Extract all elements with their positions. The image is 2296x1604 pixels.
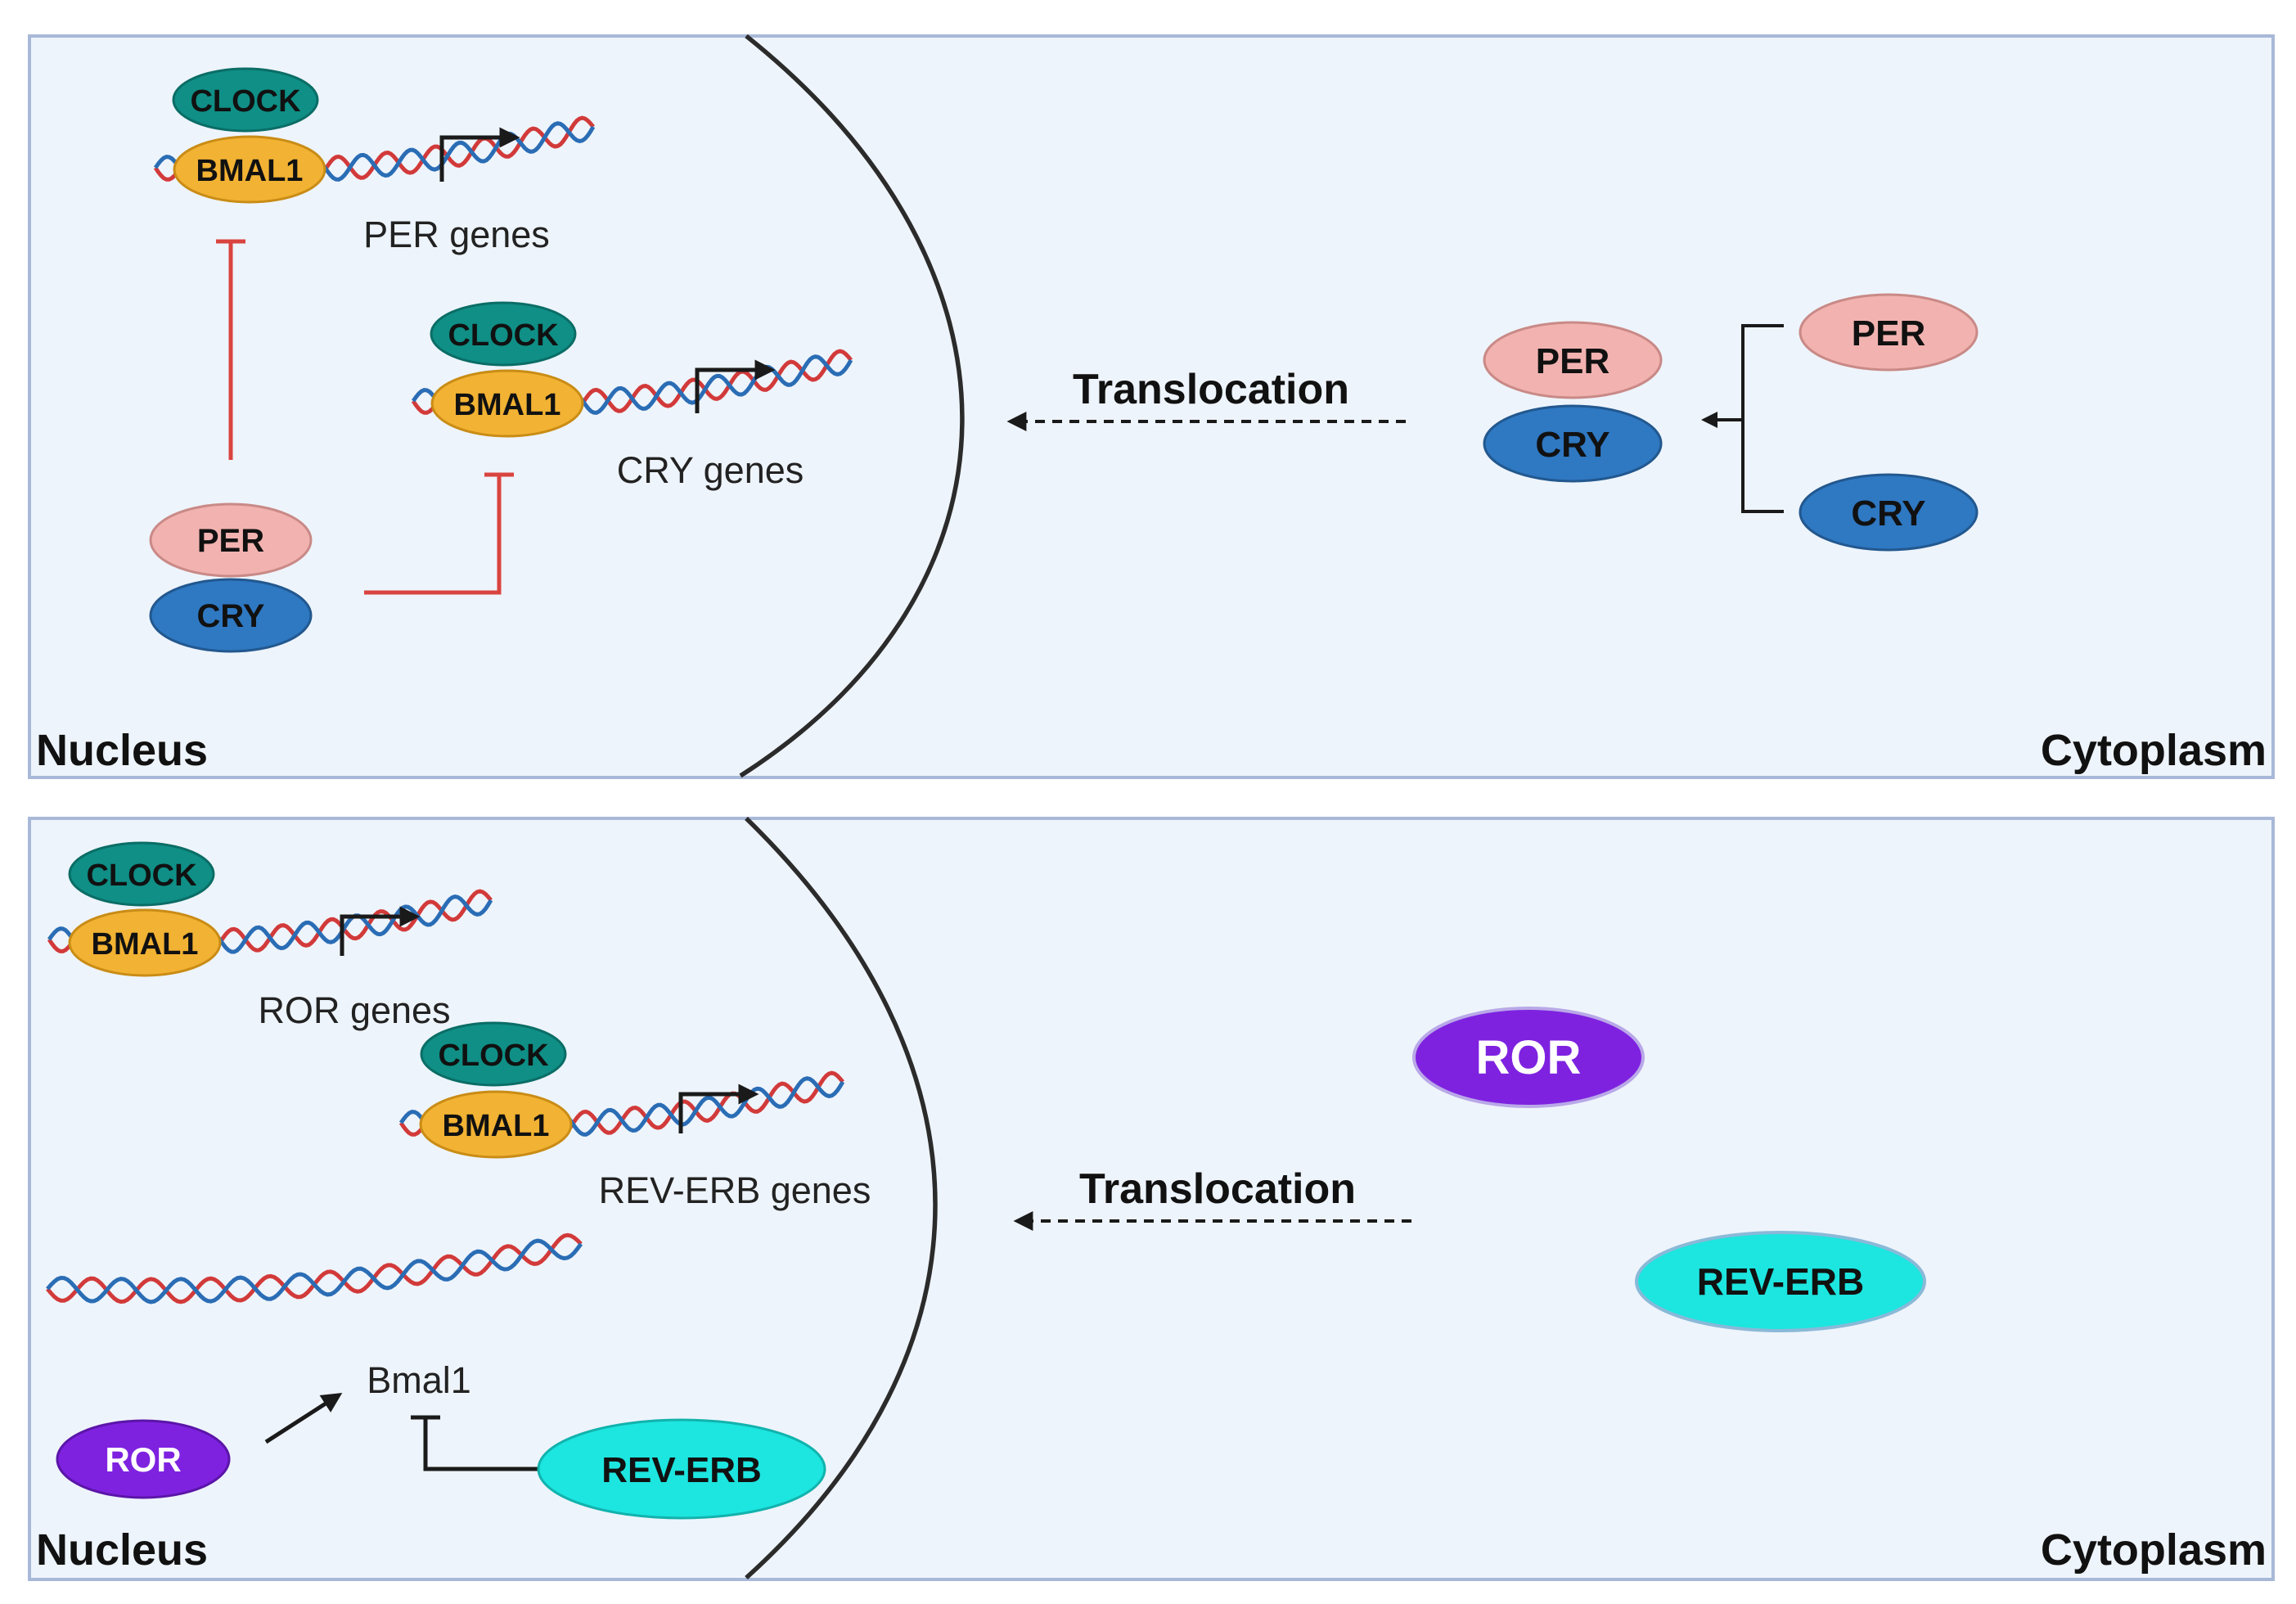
bottom-ror-activation-arrow	[264, 1392, 343, 1444]
top-free-cry-ellipse	[1799, 473, 1979, 552]
bottom-translocation-label: Translocation	[1079, 1165, 1356, 1213]
top-cytoplasm-label: Cytoplasm	[2041, 726, 2267, 775]
bottom-clock-ellipse-2	[420, 1021, 567, 1087]
bottom-reverb-inhibition	[411, 1415, 540, 1471]
bottom-cyto-reverb-ellipse	[1635, 1231, 1926, 1332]
top-clock-label-2: CLOCK	[448, 318, 559, 353]
bottom-nucleus-label: Nucleus	[36, 1525, 208, 1575]
top-gene-label-cry: CRY genes	[617, 449, 804, 491]
bottom-nuclear-ror-ellipse	[56, 1419, 231, 1499]
bottom-bmal1-gene-label: Bmal1	[367, 1359, 471, 1401]
top-cyto-cry-label: CRY	[1535, 425, 1609, 465]
top-nuclear-per-ellipse	[149, 502, 313, 578]
bottom-bmal1-label-2: BMAL1	[443, 1109, 550, 1143]
top-inhibition-to-per-genes	[216, 239, 245, 460]
top-transcription-arrow-1	[439, 127, 520, 182]
bottom-clock-label-2: CLOCK	[438, 1039, 549, 1073]
bottom-cyto-reverb-label: REV-ERB	[1697, 1260, 1864, 1303]
top-clock-ellipse-1	[172, 67, 319, 133]
top-free-per-ellipse	[1799, 293, 1979, 372]
top-cyto-per-ellipse	[1483, 321, 1663, 399]
bottom-cyto-ror-ellipse	[1412, 1007, 1645, 1108]
top-inhibition-to-cry-genes	[364, 472, 514, 595]
top-translocation-label: Translocation	[1073, 366, 1349, 413]
top-nuclear-membrane	[739, 34, 965, 778]
bottom-gene-label-reverb: REV-ERB genes	[599, 1169, 871, 1211]
top-cyto-cry-ellipse	[1483, 404, 1663, 483]
bottom-bmal1-ellipse-1	[68, 908, 222, 977]
top-panel: CLOCK BMAL1 PER genes CLOCK BMAL1 CRY ge…	[28, 34, 2275, 779]
top-free-per-label: PER	[1852, 313, 1925, 354]
bottom-nuclear-reverb-label: REV-ERB	[601, 1450, 762, 1490]
top-nuclear-per-label: PER	[197, 523, 264, 559]
bottom-transcription-arrow-1	[340, 906, 421, 956]
bottom-nuclear-reverb-ellipse	[537, 1418, 826, 1520]
bottom-cyto-ror-label: ROR	[1476, 1031, 1582, 1084]
bottom-nuclear-membrane	[745, 817, 938, 1580]
top-nuclear-cry-ellipse	[149, 578, 313, 653]
top-bmal1-ellipse-2	[430, 369, 584, 438]
bottom-gene-label-ror: ROR genes	[258, 989, 450, 1031]
top-bmal1-ellipse-1	[173, 135, 326, 204]
top-bmal1-label-2: BMAL1	[454, 388, 561, 422]
bottom-clock-label-1: CLOCK	[86, 858, 197, 893]
top-clock-label-1: CLOCK	[190, 84, 301, 119]
bottom-bmal1-ellipse-2	[419, 1090, 573, 1159]
bottom-panel: CLOCK BMAL1 ROR genes CLOCK BMAL1 REV-ER…	[28, 817, 2275, 1581]
bottom-transcription-arrow-2	[678, 1084, 759, 1133]
top-clock-ellipse-2	[430, 301, 577, 367]
top-assembly-bracket	[1701, 324, 1784, 513]
bottom-clock-ellipse-1	[68, 841, 215, 907]
top-bmal1-label-1: BMAL1	[196, 154, 304, 188]
top-cyto-per-label: PER	[1536, 341, 1609, 381]
top-nucleus-label: Nucleus	[36, 726, 208, 775]
bottom-panel-background	[28, 817, 2275, 1581]
top-transcription-arrow-2	[695, 359, 776, 413]
top-gene-label-per: PER genes	[363, 214, 550, 255]
bottom-cytoplasm-label: Cytoplasm	[2041, 1525, 2267, 1575]
bottom-dna-bmal1	[46, 1232, 583, 1304]
top-nuclear-cry-label: CRY	[197, 598, 265, 634]
top-free-cry-label: CRY	[1851, 493, 1925, 534]
top-panel-background	[28, 34, 2275, 779]
bottom-nuclear-ror-label: ROR	[105, 1440, 181, 1479]
bottom-bmal1-label-1: BMAL1	[92, 927, 199, 962]
